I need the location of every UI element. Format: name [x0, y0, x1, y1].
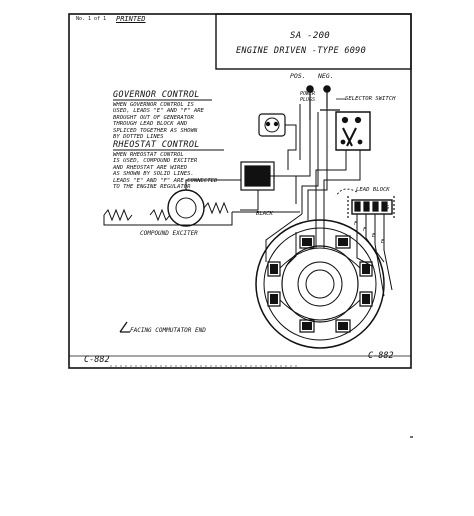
terminal-e2: E — [381, 239, 385, 245]
meter — [258, 113, 286, 137]
governor-note: WHEN GOVERNOR CONTROL IS USED, LEADS "E"… — [113, 102, 204, 141]
rheostat — [240, 161, 296, 211]
terminal-g: G — [386, 205, 390, 211]
rheostat-note: WHEN RHEOSTAT CONTROL IS USED, COMPOUND … — [113, 152, 218, 191]
title-block-frame — [215, 13, 412, 70]
main-wiring-bundle — [285, 104, 361, 232]
governor-heading: GOVERNOR CONTROL — [113, 90, 200, 100]
neg-label: NEG. — [318, 72, 334, 80]
reference-right: C-882 — [368, 351, 394, 361]
black-label: BLACK — [256, 211, 273, 217]
lead-block-label: LEAD BLOCK — [356, 187, 390, 193]
compound-exciter-label: COMPOUND EXCITER — [140, 230, 198, 237]
printed-stamp: PRINTED — [116, 15, 146, 23]
terminal-f1: F — [354, 221, 358, 227]
power-plugs — [306, 85, 331, 120]
compound-exciter — [103, 179, 300, 227]
selector-switch-label: SELECTOR SWITCH — [345, 96, 396, 102]
facing-arrow — [119, 321, 130, 333]
lead-block — [335, 188, 395, 250]
power-plugs-label: POWER PLUGS — [300, 91, 316, 103]
terminal-f2: F — [363, 227, 367, 233]
pos-label: POS. — [290, 72, 306, 80]
sheet-number: No. 1 of 1 — [76, 16, 107, 22]
reference-left: C-882 — [84, 355, 110, 365]
terminal-e1: E — [372, 233, 376, 239]
facing-commutator-label: FACING COMMUTATOR END — [130, 327, 206, 334]
model-title: SA -200 — [290, 31, 331, 41]
rheostat-heading: RHEOSTAT CONTROL — [113, 140, 200, 150]
description-title: ENGINE DRIVEN -TYPE 6090 — [236, 46, 367, 56]
selector-switch — [320, 98, 371, 151]
generator — [255, 213, 393, 349]
